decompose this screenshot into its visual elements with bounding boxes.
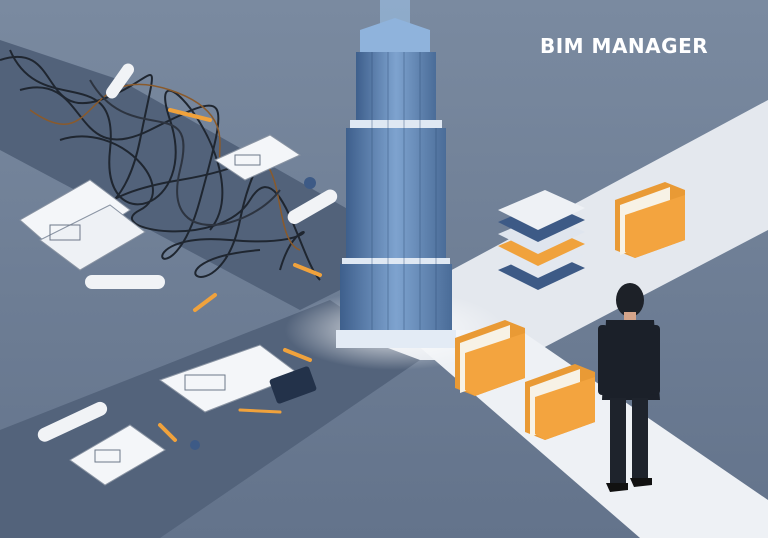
rolled-plan-icon (37, 63, 338, 442)
page-title: BIM MANAGER (540, 34, 709, 58)
tool-icon (158, 108, 322, 450)
document-stack-icon (498, 190, 585, 290)
skyscraper-icon (336, 0, 456, 348)
folder-icon (455, 182, 685, 440)
blueprint-icon (19, 134, 302, 486)
person-icon (598, 283, 660, 492)
chaos-path-upper (0, 40, 420, 310)
